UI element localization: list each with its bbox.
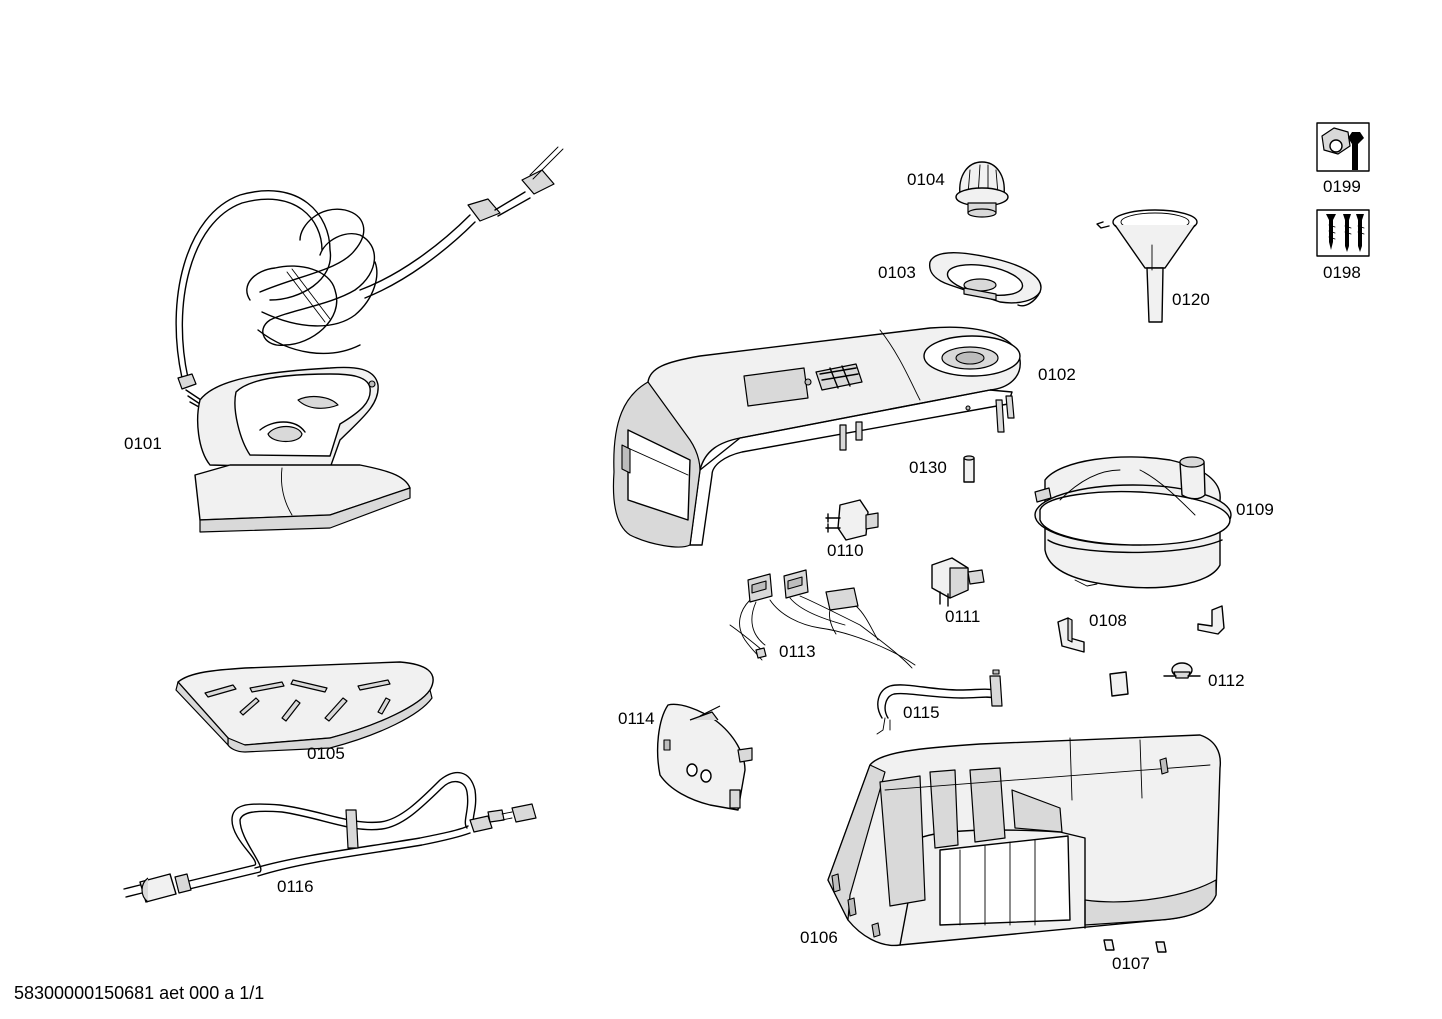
part-label-0103: 0103 — [878, 263, 916, 282]
part-label-0109: 0109 — [1236, 500, 1274, 519]
document-footer: 58300000150681 aet 000 a 1/1 — [14, 983, 265, 1003]
part-0116-cord — [123, 771, 537, 903]
part-label-0105: 0105 — [307, 744, 345, 763]
part-0104-knob — [955, 161, 1009, 218]
part-0107-feet — [1103, 939, 1167, 953]
part-0111-pump — [931, 557, 985, 607]
part-0106-base — [827, 734, 1222, 947]
part-0102-top-cover — [612, 326, 1021, 548]
part-0115-hose — [876, 669, 1003, 735]
part-label-0102: 0102 — [1038, 365, 1076, 384]
part-label-0107: 0107 — [1112, 954, 1150, 973]
part-0109-boiler — [1034, 456, 1232, 589]
part-label-0115: 0115 — [903, 703, 940, 722]
part-0105-mat — [175, 661, 434, 753]
part-0113-wiring — [729, 569, 916, 669]
part-label-0110: 0110 — [827, 541, 864, 560]
part-0103-cap-plate — [928, 252, 1042, 307]
part-0110-switch — [825, 499, 879, 541]
part-label-0113: 0113 — [779, 642, 816, 661]
part-0108-bracket — [1057, 605, 1225, 653]
part-0130-pin — [963, 455, 975, 483]
part-label-0199: 0199 — [1323, 177, 1361, 196]
screws-symbol-icon — [1316, 209, 1370, 257]
part-0120-funnel — [1096, 209, 1198, 323]
part-label-0111: 0111 — [945, 607, 981, 626]
part-label-0198: 0198 — [1323, 263, 1361, 282]
part-0112-thermostat — [1109, 662, 1201, 697]
part-label-0130: 0130 — [909, 458, 947, 477]
part-label-0101: 0101 — [124, 434, 162, 453]
part-0101-iron — [175, 146, 564, 533]
part-0114-control-panel — [656, 703, 753, 811]
part-label-0106: 0106 — [800, 928, 838, 947]
part-label-0116: 0116 — [277, 877, 314, 896]
part-label-0108: 0108 — [1089, 611, 1127, 630]
part-label-0112: 0112 — [1208, 671, 1245, 690]
part-label-0114: 0114 — [618, 709, 655, 728]
part-label-0120: 0120 — [1172, 290, 1210, 309]
tool-symbol-icon — [1316, 122, 1370, 172]
part-label-0104: 0104 — [907, 170, 945, 189]
